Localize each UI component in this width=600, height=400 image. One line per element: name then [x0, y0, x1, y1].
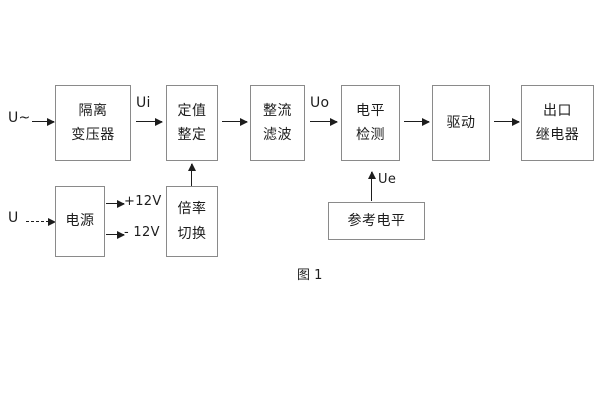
arrow-power-supply-negative-rail	[106, 234, 124, 236]
block-multiplier-switch: 倍率 切换	[166, 186, 218, 257]
block-reference-level-line1: 参考电平	[347, 212, 406, 229]
block-output-relay: 出口 继电器	[521, 85, 594, 161]
block-rectify-filter-line1: 整流	[263, 102, 292, 119]
block-reference-level: 参考电平	[328, 202, 425, 240]
block-level-detection: 电平 检测	[341, 85, 400, 161]
figure-caption: 图 1	[297, 268, 323, 283]
block-output-relay-line1: 出口	[543, 102, 572, 119]
block-power-supply-line1: 电源	[65, 213, 95, 230]
arrow-ac-source-to-isolation-transformer	[32, 121, 54, 123]
input-label-ac-source: U~	[8, 110, 31, 126]
arrow-dc-source-to-power-supply	[26, 221, 54, 222]
signal-label-ue: Ue	[378, 172, 397, 187]
arrow-multiplier-switch-to-setpoint	[191, 164, 193, 186]
block-setpoint-setting-line2: 整定	[177, 127, 207, 143]
rail-label-negative: - 12V	[124, 225, 160, 240]
arrow-power-supply-positive-rail	[106, 203, 124, 205]
arrow-level-detection-to-drive	[404, 121, 429, 123]
block-drive: 驱动	[432, 85, 490, 161]
block-multiplier-switch-line2: 切换	[177, 225, 207, 242]
arrow-setpoint-to-rectify-filter	[222, 121, 247, 123]
block-level-detection-line2: 检测	[356, 127, 385, 143]
block-drive-line1: 驱动	[446, 114, 476, 131]
block-isolation-transformer-line1: 隔离	[78, 102, 108, 119]
block-output-relay-line2: 继电器	[535, 127, 580, 143]
block-multiplier-switch-line1: 倍率	[177, 201, 207, 217]
block-rectify-filter-line2: 滤波	[263, 127, 292, 143]
block-rectify-filter: 整流 滤波	[250, 85, 305, 161]
arrow-drive-to-output-relay	[494, 121, 519, 123]
block-setpoint-setting: 定值 整定	[166, 85, 218, 161]
block-power-supply: 电源	[55, 186, 105, 257]
signal-label-uo: Uo	[310, 95, 330, 111]
block-setpoint-setting-line1: 定值	[177, 102, 207, 119]
arrow-rectify-filter-to-level-detection	[310, 121, 337, 123]
block-level-detection-line1: 电平	[356, 102, 385, 119]
arrow-reference-level-to-level-detection	[371, 172, 373, 201]
block-isolation-transformer-line2: 变压器	[71, 127, 115, 143]
input-label-dc-source: U	[8, 210, 19, 226]
block-isolation-transformer: 隔离 变压器	[55, 85, 131, 161]
signal-label-ui: Ui	[136, 95, 151, 111]
arrow-isolation-transformer-to-setpoint	[136, 121, 162, 123]
rail-label-positive: +12V	[124, 194, 162, 209]
